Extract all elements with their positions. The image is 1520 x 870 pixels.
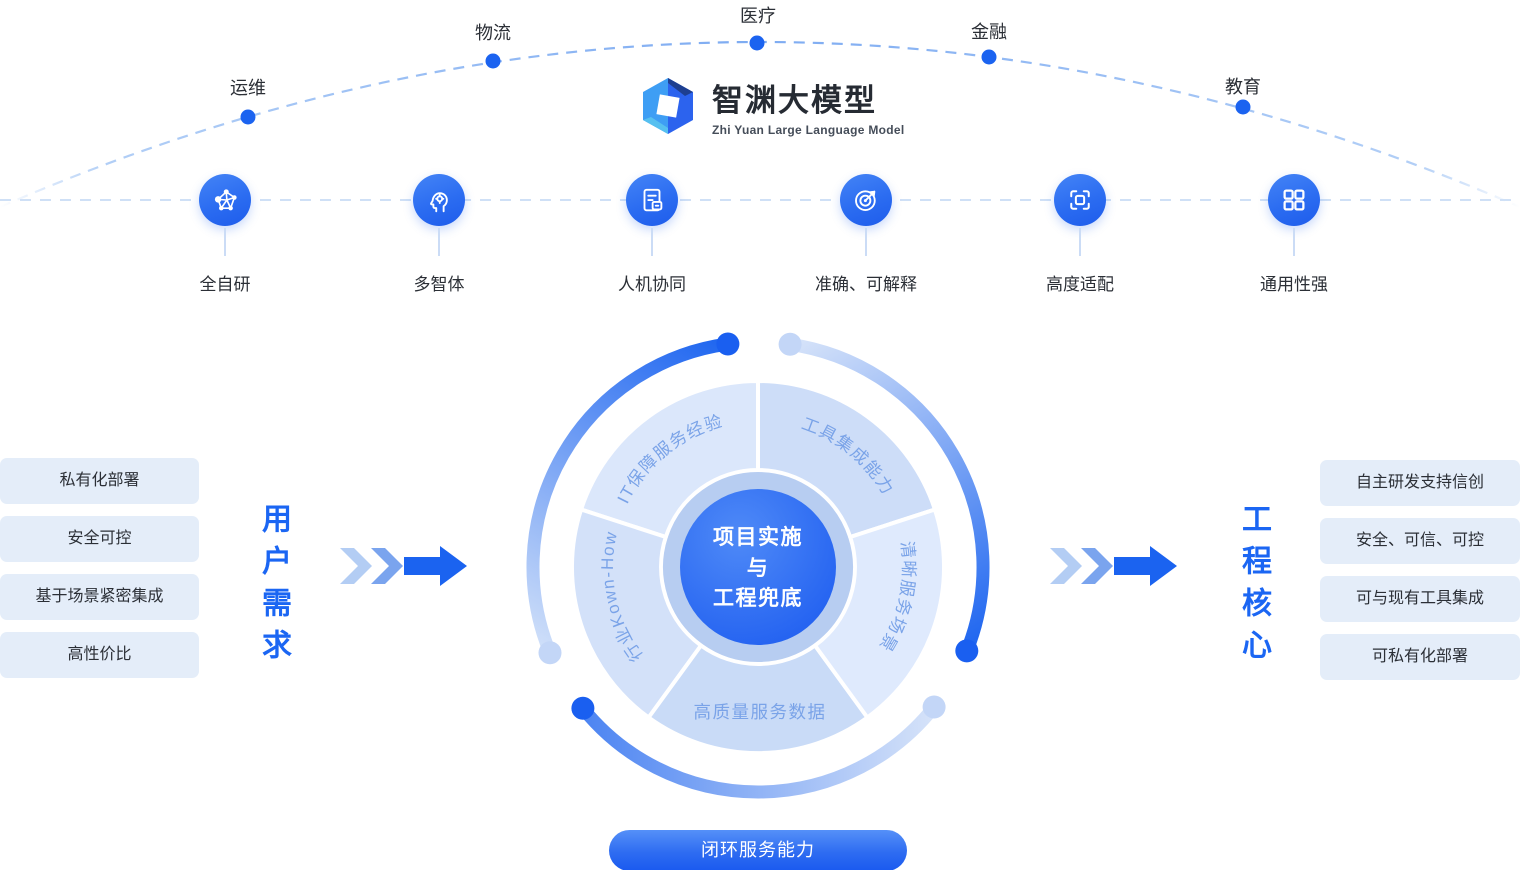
feature-label: 全自研	[199, 275, 251, 294]
brand-text: 智渊大模型 Zhi Yuan Large Language Model	[712, 77, 905, 138]
core-ring-diagram: IT保障服务经验 工具集成能力 行业Kown-How 清晰服务场景 高质量服务数…	[526, 332, 990, 799]
arc-dot-top-left-dark	[716, 332, 740, 356]
outer-arc-left	[526, 337, 729, 656]
need-box-cost-effective: 高性价比	[0, 632, 199, 678]
industry-dot-ops	[240, 109, 256, 125]
arc-dot-mid-left-light	[538, 641, 562, 665]
head-bulb-icon	[413, 174, 465, 226]
brand-block: 智渊大模型 Zhi Yuan Large Language Model	[641, 77, 905, 137]
segment-clear-scenario	[813, 507, 947, 720]
feature-multi-agent: 多智体	[369, 174, 509, 295]
feature-tick	[1293, 228, 1295, 256]
hexagon-cube-logo	[643, 78, 693, 134]
core-box-private-deploy: 可私有化部署	[1320, 634, 1520, 680]
segment-know-how	[569, 507, 703, 720]
solid-arrow	[1114, 546, 1177, 586]
feature-label: 通用性强	[1260, 275, 1328, 294]
document-icon	[626, 174, 678, 226]
core-box-self-developed: 自主研发支持信创	[1320, 460, 1520, 506]
solid-arrow	[404, 546, 467, 586]
industry-dot-medical	[749, 35, 765, 51]
need-box-security: 安全可控	[0, 516, 199, 562]
scan-frame-icon	[1054, 174, 1106, 226]
core-center-line3: 工程兜底	[713, 587, 803, 610]
industry-label-medical: 医疗	[740, 6, 776, 26]
core-center-line1: 项目实施	[713, 526, 803, 549]
feature-tick	[1079, 228, 1081, 256]
feature-high-adaptation: 高度适配	[1010, 174, 1150, 295]
arc-dot-top-right-light	[778, 332, 802, 356]
network-icon	[199, 174, 251, 226]
core-center-text: 项目实施 与 工程兜底	[678, 523, 838, 615]
industry-label-finance: 金融	[971, 22, 1007, 42]
core-box-tool-integration: 可与现有工具集成	[1320, 576, 1520, 622]
engineering-core-title: 工程核心	[1237, 503, 1270, 671]
industry-dot-logistics	[485, 53, 501, 69]
chevron-light	[1050, 548, 1082, 584]
outer-arc-bottom	[577, 702, 940, 799]
closed-loop-capability-pill: 闭环服务能力	[609, 830, 907, 870]
left-flow-arrow	[340, 546, 467, 586]
chevron-medium	[1081, 548, 1113, 584]
chevron-light	[340, 548, 372, 584]
feature-tick	[438, 228, 440, 256]
core-center-circle	[680, 489, 836, 645]
industry-dot-education	[1235, 99, 1251, 115]
arc-dot-mid-right-dark	[955, 639, 979, 663]
industry-label-ops: 运维	[230, 78, 266, 98]
core-center-line2: 与	[746, 556, 770, 580]
feature-label: 高度适配	[1046, 275, 1114, 294]
feature-human-machine: 人机协同	[582, 174, 722, 295]
feature-general-purpose: 通用性强	[1224, 174, 1364, 295]
feature-accurate-explainable: 准确、可解释	[796, 174, 936, 295]
outer-arc-right	[789, 337, 990, 654]
target-icon	[840, 174, 892, 226]
feature-label: 准确、可解释	[815, 275, 917, 294]
feature-tick	[224, 228, 226, 256]
grid-icon	[1268, 174, 1320, 226]
industry-label-logistics: 物流	[475, 23, 511, 43]
brand-title: 智渊大模型	[712, 83, 877, 118]
need-box-scenario-integration: 基于场景紧密集成	[0, 574, 199, 620]
feature-self-developed: 全自研	[155, 174, 295, 295]
arc-dot-bottom-left-dark	[571, 696, 595, 720]
arc-dot-bottom-right-light	[922, 695, 946, 719]
feature-label: 多智体	[413, 275, 465, 294]
user-needs-title: 用户需求	[257, 503, 290, 671]
chevron-medium	[371, 548, 403, 584]
segment-label-quality-data: 高质量服务数据	[694, 702, 827, 722]
industry-label-education: 教育	[1225, 77, 1261, 97]
segment-tool-integration	[756, 379, 937, 539]
industry-dot-finance	[981, 49, 997, 65]
segment-it-service	[579, 379, 760, 539]
brand-subtitle: Zhi Yuan Large Language Model	[712, 123, 905, 137]
right-flow-arrow	[1050, 546, 1177, 586]
feature-label: 人机协同	[618, 275, 686, 294]
core-box-safe-trusted: 安全、可信、可控	[1320, 518, 1520, 564]
industry-arc-dots	[240, 35, 1251, 125]
feature-tick	[865, 228, 867, 256]
segment-quality-data	[646, 643, 870, 755]
need-box-private-deploy: 私有化部署	[0, 458, 199, 504]
feature-tick	[651, 228, 653, 256]
